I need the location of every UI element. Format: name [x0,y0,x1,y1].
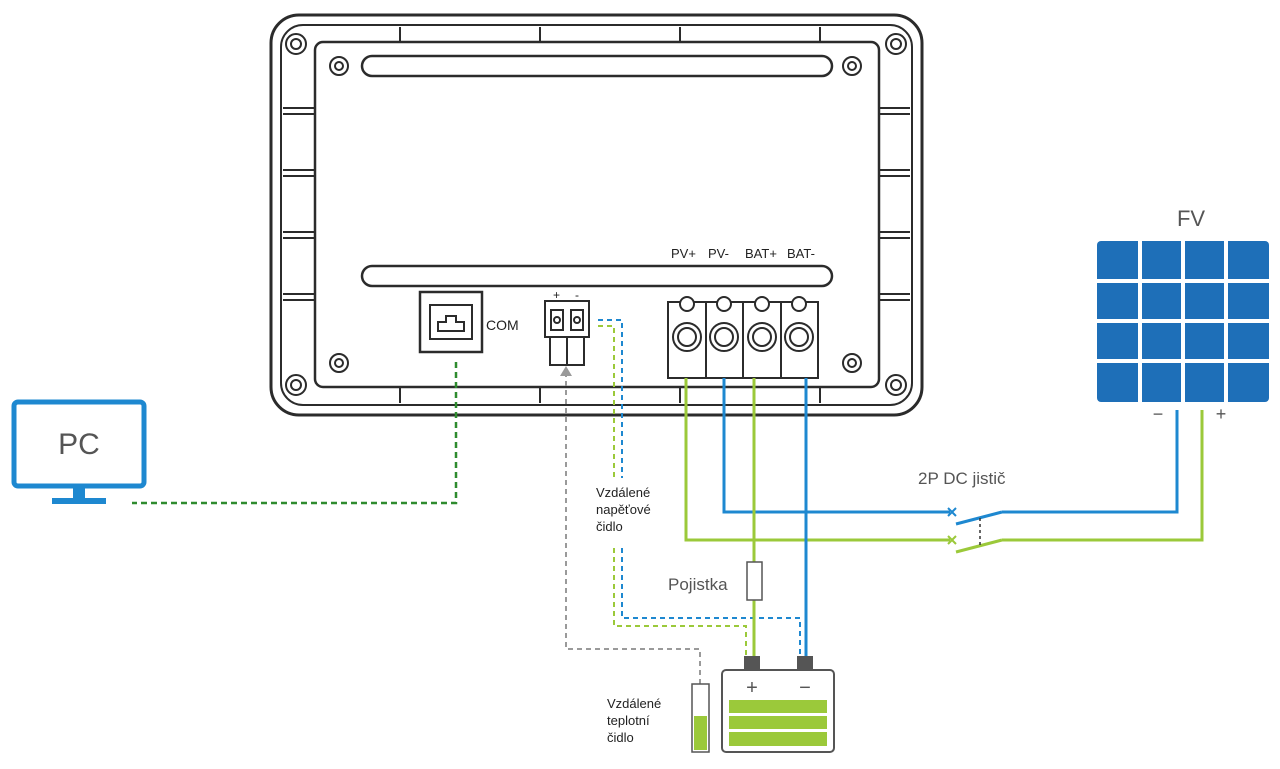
sense-minus-label: - [575,288,579,302]
com-port [418,290,484,354]
heatsink-fins [283,27,910,403]
battery-plus-label: + [746,677,758,699]
pv-label: FV [1177,206,1205,231]
dc-breaker [947,410,1204,554]
battery: + − [721,656,835,753]
pv-minus-label: − [1153,404,1164,424]
temp-sensor-line-2: teplotní [607,713,650,728]
fuse-label: Pojistka [668,575,728,594]
com-to-pc-cable [132,362,458,505]
battery-minus-label: − [799,677,811,699]
pv-panel-cells [1097,241,1269,402]
temp-sensor-fill [694,716,707,750]
charge-controller: COM + - PV+ PV- BAT+ BAT- [269,13,924,417]
pc-monitor: PC [11,399,147,504]
pc-label: PC [58,428,100,461]
terminal-label-bat-minus: BAT- [787,246,815,261]
controller-inner-frame [280,24,913,406]
sense-plus-label: + [553,288,560,302]
vent-slot-bottom [360,264,834,288]
fuse [746,561,763,601]
pv-minus-wire [722,378,950,514]
temp-sensor [691,683,710,753]
battery-terminal-plus [744,656,760,670]
vent-slot-top [360,54,834,78]
temp-cable-arrow-icon [560,366,572,376]
voltage-sensor-line-2: napěťové [596,502,651,517]
pc-base [52,498,106,504]
sense-connector [544,300,590,366]
battery-cell-3 [729,732,827,746]
terminal-label-pv-plus: PV+ [671,246,696,261]
voltage-sensor-line-3: čidlo [596,519,623,534]
voltage-sensor-line-1: Vzdálené [596,485,650,500]
voltage-sense-green-wire-lower [613,548,747,656]
voltage-sense-blue-wire-lower [621,548,801,656]
pv-panel: FV − + [1097,206,1269,424]
temp-sensor-line-3: čidlo [607,730,634,745]
terminal-label-bat-plus: BAT+ [745,246,777,261]
plate-screws [329,56,862,373]
battery-terminal-minus [797,656,813,670]
terminal-label-pv-minus: PV- [708,246,729,261]
battery-cell-1 [729,700,827,713]
pv-plus-label: + [1216,404,1227,424]
voltage-sense-green-wire [598,325,615,478]
breaker-label: 2P DC jistič [918,469,1006,488]
battery-cell-2 [729,716,827,729]
pc-stand [73,486,85,498]
voltage-sense-blue-wire [598,319,623,478]
temp-sensor-line-1: Vzdálené [607,696,661,711]
corner-mounting-holes [285,33,907,396]
temp-sensor-cable [565,372,701,684]
power-terminals [667,296,819,379]
voltage-sensor-label: Vzdálené napěťové čidlo [596,485,654,534]
temp-sensor-label: Vzdálené teplotní čidlo [607,696,665,745]
pv-plus-wire [684,378,950,542]
com-label: COM [486,317,519,333]
